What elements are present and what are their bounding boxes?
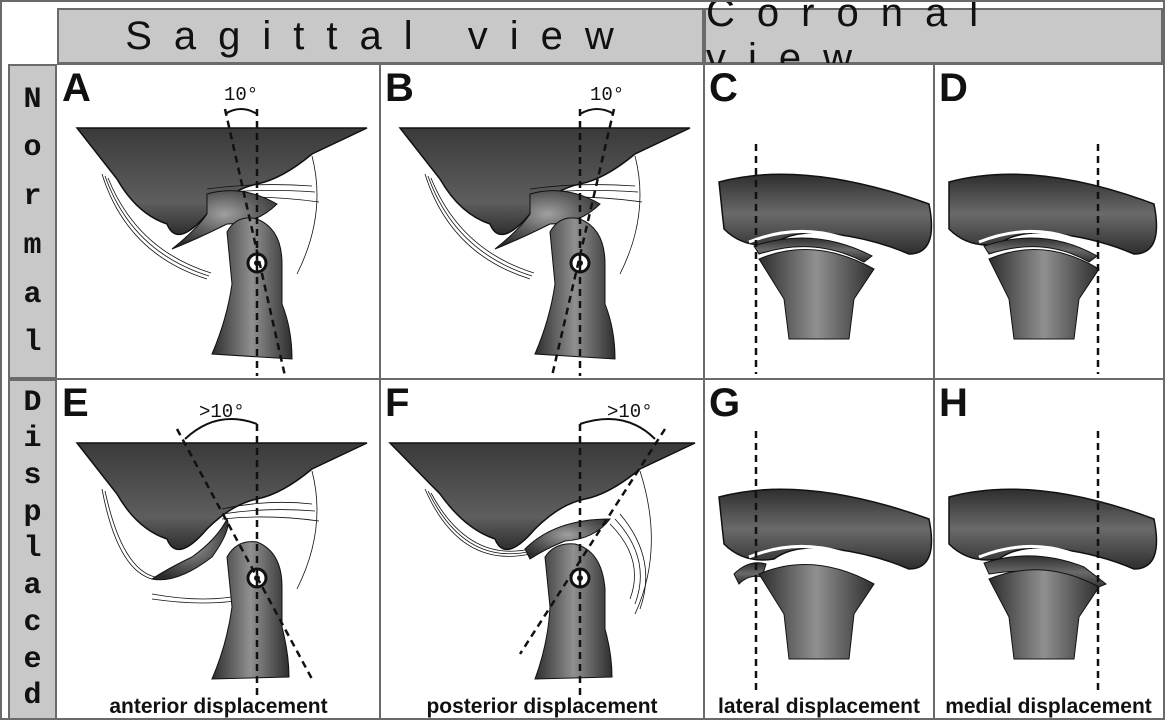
panel-grid xyxy=(0,0,1165,720)
